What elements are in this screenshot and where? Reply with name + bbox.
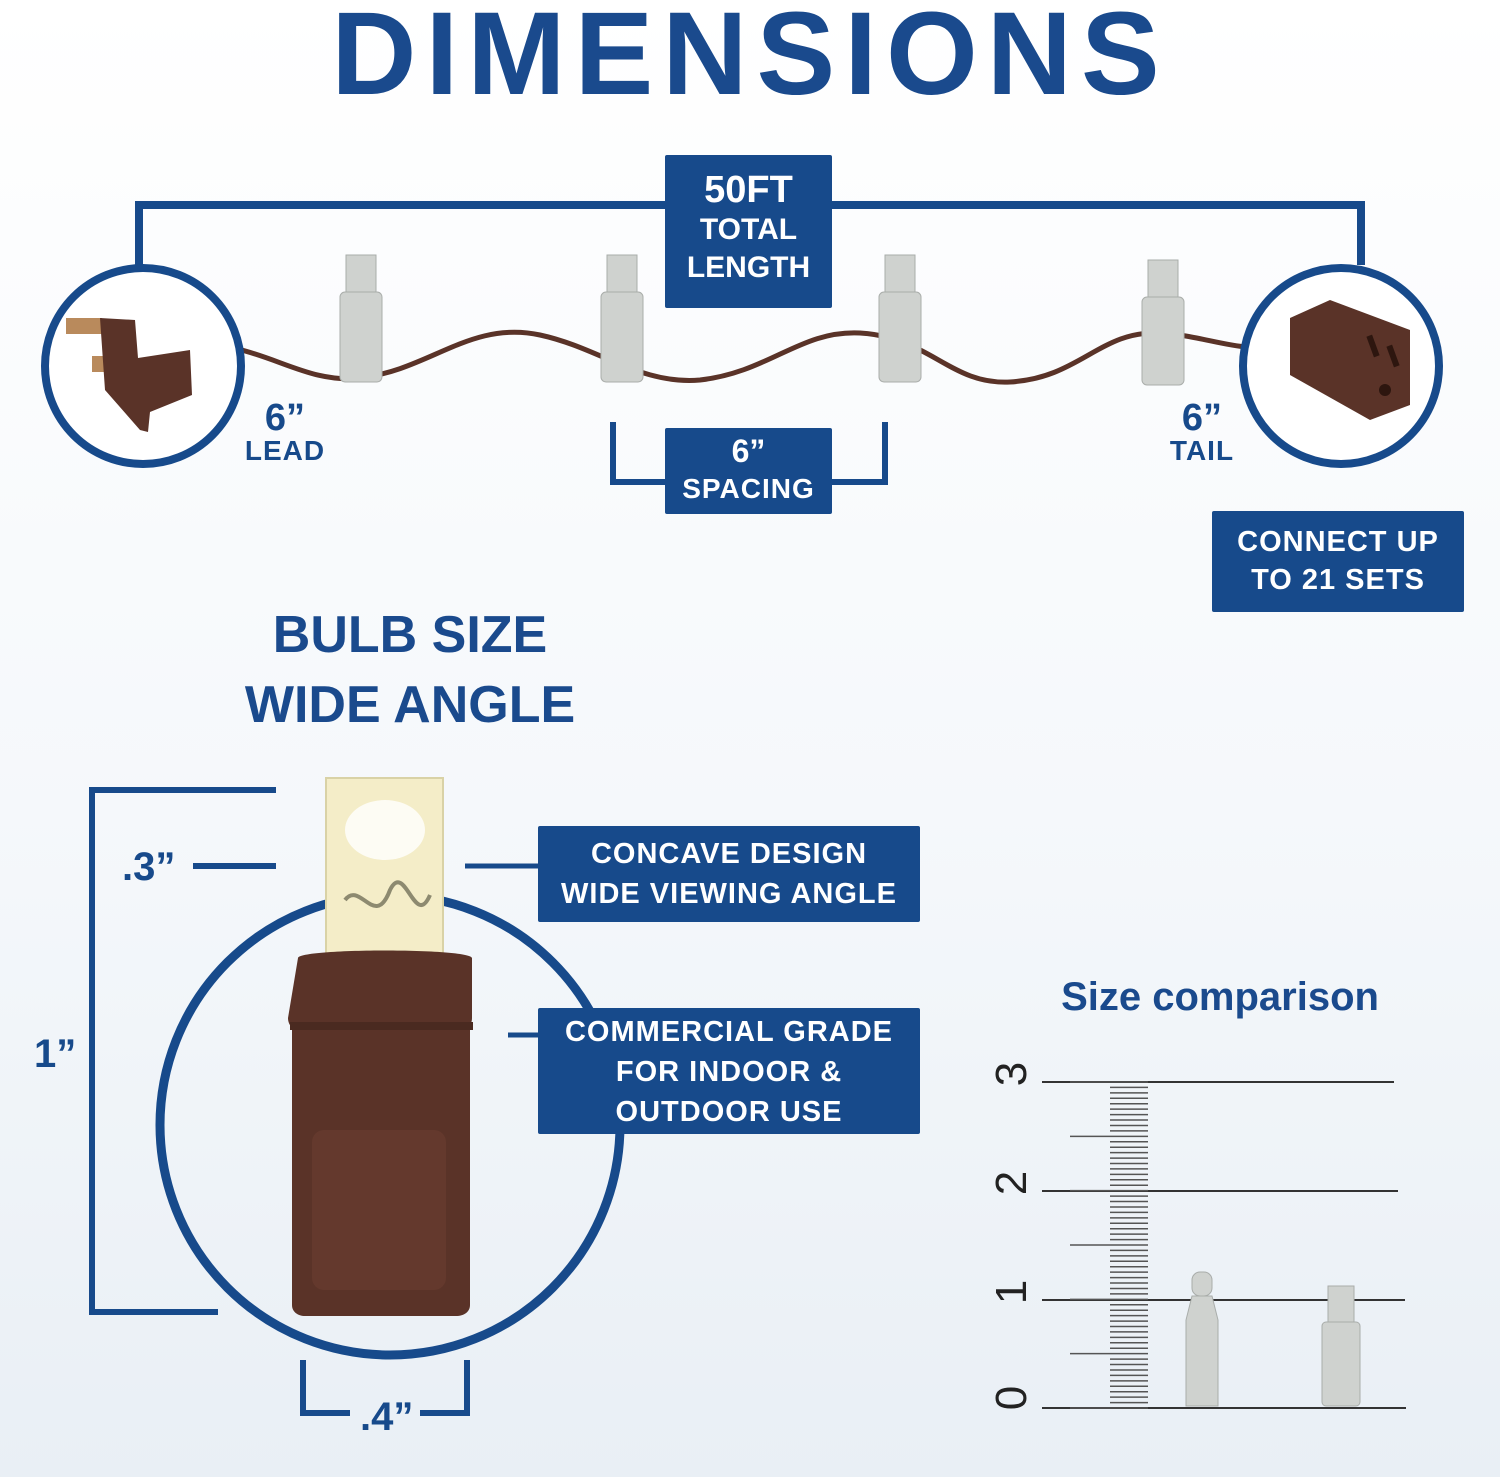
axis-label-0: 0 [987,1385,1036,1411]
bulb-size-title-2: WIDE ANGLE [244,676,576,734]
axis-label-2: 2 [987,1170,1036,1196]
feature-commercial-line-1: COMMERCIAL GRADE [564,1016,894,1048]
string-bulb-3 [878,254,922,383]
large-bulb-icon [288,777,473,1316]
comparison-bulb-mini [1185,1271,1219,1407]
connect-line-1: CONNECT UP [1237,526,1439,558]
dim-height-label: 1” [34,1032,77,1076]
tail-label: 6” TAIL [1142,397,1262,466]
feature-commercial-box: COMMERCIAL GRADE FOR INDOOR & OUTDOOR US… [538,1008,920,1134]
tail-text: TAIL [1169,435,1235,466]
lead-label: 6” LEAD [225,397,345,466]
comparison-bulb-wide-angle [1321,1285,1361,1407]
axis-label-1: 1 [987,1279,1036,1305]
ruler-ticks [1070,1081,1148,1409]
axis-label-3: 3 [987,1061,1036,1087]
spacing-label: SPACING [682,473,815,504]
spacing-box: 6” SPACING [665,428,832,514]
feature-commercial-line-2: FOR INDOOR & [615,1056,843,1088]
string-bulb-1 [339,254,383,383]
female-socket-icon [1290,300,1410,420]
lead-text: LEAD [244,435,326,466]
connect-line-2: TO 21 SETS [1251,564,1425,596]
dim-top-label: .3” [122,845,176,889]
male-plug-icon [66,318,192,432]
lead-value: 6” [264,397,306,439]
dim-width-label: .4” [360,1395,414,1439]
width-dimension-line [300,1360,350,1416]
feature-commercial-line-3: OUTDOOR USE [615,1096,843,1128]
connect-sets-box: CONNECT UP TO 21 SETS [1212,511,1464,612]
height-dimension-line [89,787,276,1315]
bulb-size-title-1: BULB SIZE [272,606,548,664]
spacing-value: 6” [731,433,766,469]
string-bulb-2 [600,254,644,383]
feature-concave-line-1: CONCAVE DESIGN [590,838,868,870]
total-length-label-2: LENGTH [686,251,811,284]
total-length-box: 50FT TOTAL LENGTH [665,155,832,308]
tail-value: 6” [1181,397,1223,439]
size-comparison-title: Size comparison [1061,975,1379,1019]
total-length-label-1: TOTAL [699,213,798,246]
page-title: DIMENSIONS [331,0,1169,120]
string-bulb-4 [1141,259,1185,386]
feature-concave-line-2: WIDE VIEWING ANGLE [561,878,897,910]
feature-concave-box: CONCAVE DESIGN WIDE VIEWING ANGLE [538,826,920,922]
total-length-value: 50FT [704,169,793,211]
bulb-size-title: BULB SIZE WIDE ANGLE [160,600,660,740]
